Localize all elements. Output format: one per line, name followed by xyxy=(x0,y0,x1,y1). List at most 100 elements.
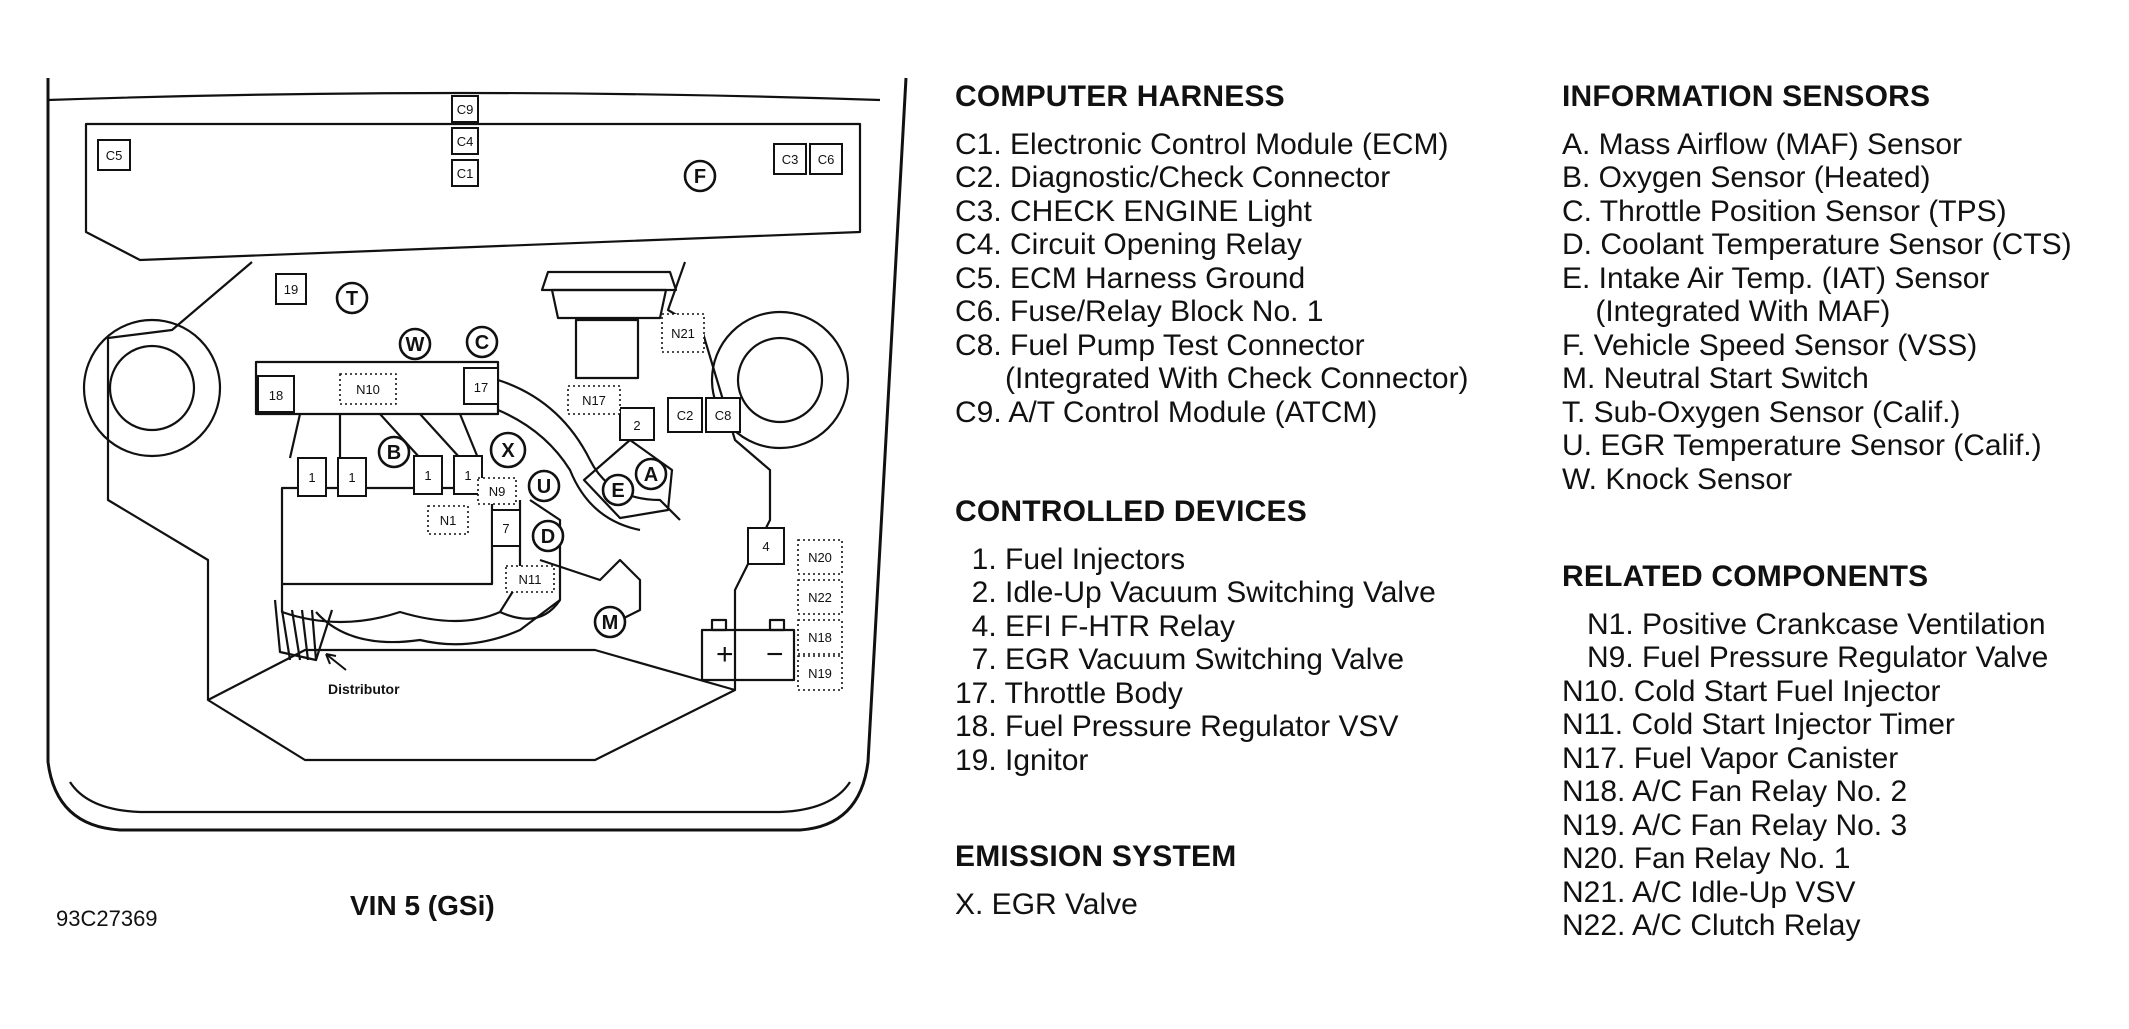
injector-label-1: 1 xyxy=(308,470,315,485)
front-line xyxy=(69,781,851,814)
left-strut-tower xyxy=(82,318,222,458)
distributor-label: Distributor xyxy=(328,681,400,697)
section-title: RELATED COMPONENTS xyxy=(1562,560,1929,593)
legend-item: N21. A/C Idle-Up VSV xyxy=(1562,875,1856,909)
legend-item: 18. Fuel Pressure Regulator VSV xyxy=(955,710,1399,743)
legend-item: U. EGR Temperature Sensor (Calif.) xyxy=(1562,429,2042,462)
circle-markers xyxy=(335,159,717,639)
distributor xyxy=(273,599,334,662)
injector-label-4: 1 xyxy=(464,468,471,483)
legend-item: N10. Cold Start Fuel Injector xyxy=(1562,674,1941,708)
legend-item: C1. Electronic Control Module (ECM) xyxy=(955,127,1449,161)
c5-label: C5 xyxy=(106,148,123,163)
distributor-arrow xyxy=(325,653,347,671)
legend-item: N9. Fuel Pressure Regulator Valve xyxy=(1562,641,2049,674)
sensor-t-label: T xyxy=(346,288,358,310)
legend-item: C8. Fuel Pump Test Connector xyxy=(955,328,1365,362)
section-title: INFORMATION SENSORS xyxy=(1562,80,1931,113)
legend-item: 1. Fuel Injectors xyxy=(955,542,1186,576)
legend-item: C3. CHECK ENGINE Light xyxy=(955,194,1312,228)
sensor-e-label: E xyxy=(611,480,624,502)
c6-label: C6 xyxy=(818,152,835,167)
legend-controlled-devices: CONTROLLED DEVICES 1. Fuel Injectors 2. … xyxy=(955,495,1436,777)
c1-label: C1 xyxy=(457,166,474,181)
sensor-b-label: B xyxy=(387,442,401,464)
c9-label: C9 xyxy=(457,102,474,117)
maf-housing xyxy=(582,438,674,520)
legend-item: T. Sub-Oxygen Sensor (Calif.) xyxy=(1562,395,1961,429)
legend-item: N11. Cold Start Injector Timer xyxy=(1562,708,1955,741)
legend-related-components: RELATED COMPONENTS N1. Positive Crankcas… xyxy=(1562,560,2048,943)
legend-computer-harness: COMPUTER HARNESS C1. Electronic Control … xyxy=(955,80,1469,429)
cowl-panel xyxy=(84,122,862,262)
vsv-2-label: 2 xyxy=(633,418,640,433)
legend-item: C4. Circuit Opening Relay xyxy=(955,228,1302,261)
legend-item: N20. Fan Relay No. 1 xyxy=(1562,842,1851,875)
battery-minus: − xyxy=(766,638,784,671)
n21-label: N21 xyxy=(671,326,695,341)
legend-item: X. EGR Valve xyxy=(955,887,1138,921)
sensor-w-label: W xyxy=(406,334,425,356)
cowl-line xyxy=(47,91,881,102)
injector-label-3: 1 xyxy=(424,468,431,483)
legend-item: C6. Fuse/Relay Block No. 1 xyxy=(955,295,1324,328)
plenum-hose xyxy=(497,378,681,521)
n1-label: N1 xyxy=(440,513,457,528)
legend-item: B. Oxygen Sensor (Heated) xyxy=(1562,161,1931,194)
vsv-7-label: 7 xyxy=(502,521,509,536)
n17-label: N17 xyxy=(582,393,606,408)
sensor-c-label: C xyxy=(475,332,489,354)
legend-item: M. Neutral Start Switch xyxy=(1562,362,1869,395)
switch-m-label: M xyxy=(602,612,619,634)
legend-item: E. Intake Air Temp. (IAT) Sensor xyxy=(1562,261,1990,295)
sensor-u-label: U xyxy=(537,476,551,498)
injector-label-2: 1 xyxy=(348,470,355,485)
c2-label: C2 xyxy=(677,408,694,423)
battery-plus: + xyxy=(716,638,734,671)
legend-item: 7. EGR Vacuum Switching Valve xyxy=(955,643,1405,676)
legend-item: C2. Diagnostic/Check Connector xyxy=(955,161,1391,194)
n20-label: N20 xyxy=(808,550,832,565)
legend-item: 17. Throttle Body xyxy=(955,676,1183,710)
legend-item: C9. A/T Control Module (ATCM) xyxy=(955,395,1378,429)
legend-item: (Integrated With MAF) xyxy=(1562,295,1891,328)
ignitor-19-label: 19 xyxy=(284,282,298,297)
legend-item: 19. Ignitor xyxy=(955,743,1089,777)
legend-item: N22. A/C Clutch Relay xyxy=(1562,909,1861,942)
figure-code: 93C27369 xyxy=(56,906,158,931)
valve-x-label: X xyxy=(501,440,515,462)
c3-label: C3 xyxy=(782,152,799,167)
legend-item: N17. Fuel Vapor Canister xyxy=(1562,741,1899,775)
n10-label: N10 xyxy=(356,382,380,397)
sensor-f-label: F xyxy=(694,166,706,188)
sensor-a-label: A xyxy=(644,464,658,486)
legend-item: N19. A/C Fan Relay No. 3 xyxy=(1562,808,1908,842)
legend-item: D. Coolant Temperature Sensor (CTS) xyxy=(1562,228,2072,261)
n22-label: N22 xyxy=(808,590,832,605)
n19-label: N19 xyxy=(808,666,832,681)
legend-item: A. Mass Airflow (MAF) Sensor xyxy=(1562,127,1963,161)
legend-item: C5. ECM Harness Ground xyxy=(955,261,1306,295)
section-title: CONTROLLED DEVICES xyxy=(955,495,1307,528)
section-title: EMISSION SYSTEM xyxy=(955,840,1237,873)
c4-label: C4 xyxy=(457,134,474,149)
n18-label: N18 xyxy=(808,630,832,645)
legend-information-sensors: INFORMATION SENSORS A. Mass Airflow (MAF… xyxy=(1562,80,2072,496)
sensor-d-label: D xyxy=(541,526,555,548)
figure-title: VIN 5 (GSi) xyxy=(350,890,495,921)
engine-bay-outline xyxy=(106,261,772,762)
right-strut-tower xyxy=(710,310,850,450)
engine-compartment-diagram: C9 C4 C1 C5 C3 C6 19 17 18 2 C2 C8 1 1 1… xyxy=(46,77,908,832)
vsv-18-label: 18 xyxy=(269,388,283,403)
n9-label: N9 xyxy=(489,484,506,499)
throttle-17-label: 17 xyxy=(474,380,488,395)
legend-item: 2. Idle-Up Vacuum Switching Valve xyxy=(955,576,1436,609)
legend-item: N1. Positive Crankcase Ventilation xyxy=(1562,607,2046,641)
legend-item: C. Throttle Position Sensor (TPS) xyxy=(1562,194,2007,228)
battery xyxy=(700,628,796,682)
n11-label: N11 xyxy=(519,572,542,587)
legend-item: W. Knock Sensor xyxy=(1562,462,1793,496)
section-title: COMPUTER HARNESS xyxy=(955,80,1285,113)
legend-item: N18. A/C Fan Relay No. 2 xyxy=(1562,775,1908,808)
legend-item: F. Vehicle Speed Sensor (VSS) xyxy=(1562,328,1978,362)
